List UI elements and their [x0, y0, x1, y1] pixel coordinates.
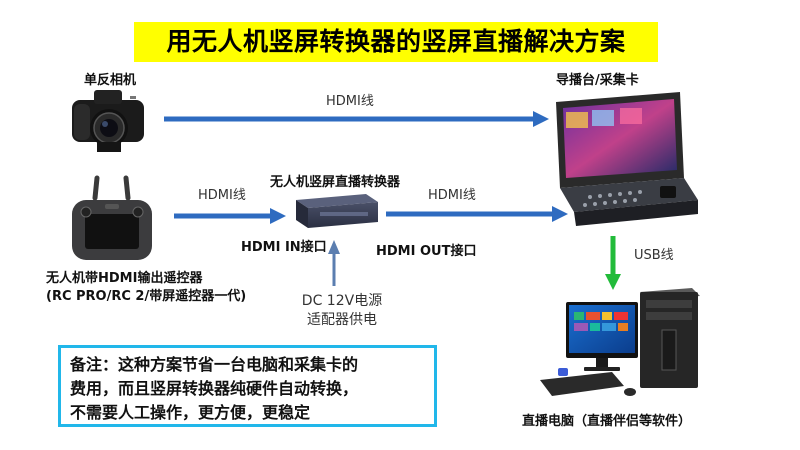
- switcher-label: 导播台/采集卡: [556, 73, 639, 88]
- link-label-converter-switcher: HDMI线: [428, 188, 476, 203]
- dslr-camera-icon: [72, 90, 144, 152]
- hdmi-out-port-label: HDMI OUT接口: [376, 244, 477, 259]
- camera-label: 单反相机: [84, 73, 137, 88]
- hdmi-in-port-label: HDMI IN接口: [241, 240, 327, 255]
- note-line-1: 备注：这种方案节省一台电脑和采集卡的: [70, 355, 359, 374]
- power-label-line1: DC 12V电源: [301, 293, 383, 309]
- arrow-camera-to-switcher: [164, 111, 549, 127]
- pc-label: 直播电脑（直播伴侣等软件）: [522, 414, 692, 429]
- note-line-2: 费用，而且竖屏转换器纯硬件自动转换，: [70, 379, 359, 398]
- converter-box-icon: [296, 194, 378, 228]
- note-box: 备注：这种方案节省一台电脑和采集卡的 费用，而且竖屏转换器纯硬件自动转换， 不需…: [58, 345, 437, 427]
- link-label-camera-switcher: HDMI线: [326, 94, 374, 109]
- switcher-console-icon: [556, 92, 698, 226]
- remote-label-line2: (RC PRO/RC 2/带屏遥控器一代): [46, 289, 247, 304]
- link-label-switcher-pc: USB线: [634, 248, 674, 263]
- note-line-3: 不需要人工操作，更方便，更稳定: [70, 403, 311, 422]
- desktop-pc-icon: [540, 288, 700, 396]
- arrow-power-to-converter: [328, 240, 340, 286]
- power-label-line2: 适配器供电: [307, 312, 377, 328]
- link-label-remote-converter: HDMI线: [198, 188, 246, 203]
- converter-label: 无人机竖屏直播转换器: [270, 175, 401, 190]
- page-title: 用无人机竖屏转换器的竖屏直播解决方案: [134, 22, 658, 62]
- arrow-switcher-to-pc: [605, 236, 621, 290]
- arrow-converter-to-switcher: [386, 206, 568, 222]
- arrow-remote-to-converter: [174, 208, 286, 224]
- drone-remote-icon: [72, 175, 152, 260]
- remote-label-line1: 无人机带HDMI输出遥控器: [46, 271, 203, 286]
